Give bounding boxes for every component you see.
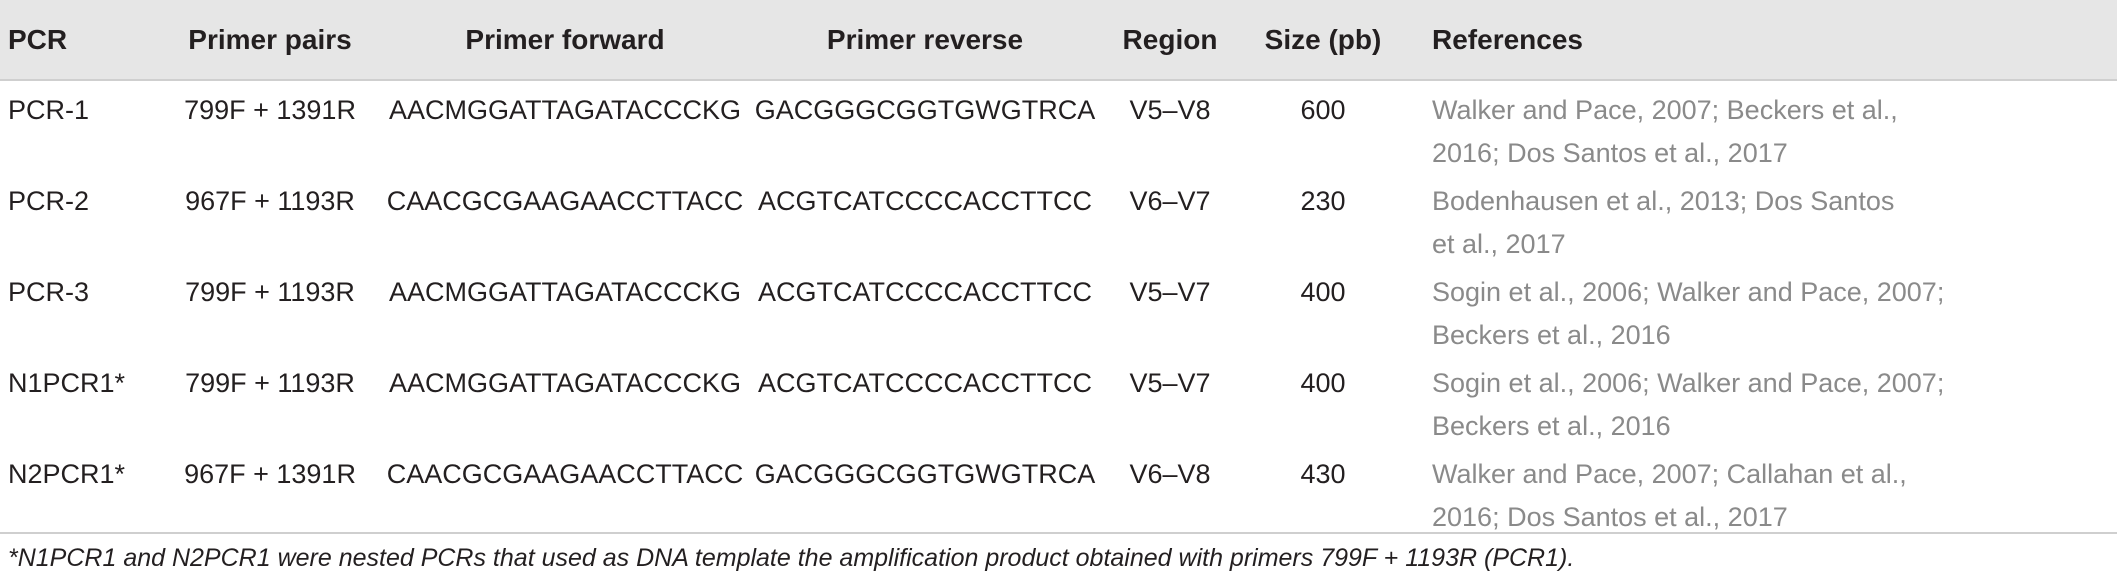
cell-primer-reverse: GACGGGCGGTGWGTRCA	[754, 95, 1096, 125]
header-primer-reverse: Primer reverse	[750, 0, 1100, 81]
cell-primer-reverse: ACGTCATCCCCACCTTCC	[758, 186, 1092, 216]
cell-region: V5–V7	[1129, 277, 1211, 307]
table-row: PCR-2 967F + 1193R CAACGCGAAGAACCTTACC A…	[0, 175, 2117, 266]
cell-region: V5–V7	[1129, 368, 1211, 398]
cell-primer-forward: CAACGCGAAGAACCTTACC	[386, 459, 744, 489]
table-footnote: *N1PCR1 and N2PCR1 were nested PCRs that…	[0, 532, 2117, 573]
cell-region: V6–V8	[1129, 459, 1211, 489]
cell-primer-pairs: 967F + 1391R	[184, 459, 356, 489]
header-primer-forward: Primer forward	[380, 0, 750, 81]
cell-primer-pairs: 799F + 1193R	[185, 368, 355, 398]
cell-size: 230	[1300, 186, 1346, 216]
table-row: PCR-3 799F + 1193R AACMGGATTAGATACCCKG A…	[0, 266, 2117, 357]
cell-region: V5–V8	[1129, 95, 1211, 125]
reference-line: Bodenhausen et al., 2013; Dos Santos	[1432, 186, 1895, 216]
cell-primer-forward: AACMGGATTAGATACCCKG	[388, 95, 741, 125]
cell-size: 400	[1300, 368, 1346, 398]
cell-primer-forward: AACMGGATTAGATACCCKG	[388, 368, 741, 398]
cell-primer-reverse: GACGGGCGGTGWGTRCA	[754, 459, 1096, 489]
reference-line: et al., 2017	[1432, 229, 1566, 259]
primer-table: PCR Primer pairs Primer forward Primer r…	[0, 0, 2117, 539]
cell-region: V6–V7	[1129, 186, 1211, 216]
header-region: Region	[1100, 0, 1240, 81]
reference-line: Beckers et al., 2016	[1432, 411, 1671, 441]
cell-references: Sogin et al., 2006; Walker and Pace, 200…	[1406, 266, 2117, 357]
cell-references: Walker and Pace, 2007; Beckers et al., 2…	[1406, 80, 2117, 175]
cell-size: 430	[1300, 459, 1346, 489]
table-row: PCR-1 799F + 1391R AACMGGATTAGATACCCKG G…	[0, 80, 2117, 175]
cell-primer-pairs: 799F + 1193R	[185, 277, 355, 307]
table-header-row: PCR Primer pairs Primer forward Primer r…	[0, 0, 2117, 81]
header-pcr: PCR	[0, 0, 160, 81]
table-row: N2PCR1* 967F + 1391R CAACGCGAAGAACCTTACC…	[0, 448, 2117, 539]
cell-primer-reverse: ACGTCATCCCCACCTTCC	[758, 368, 1092, 398]
reference-line: Walker and Pace, 2007; Beckers et al.,	[1432, 95, 1898, 125]
reference-line: 2016; Dos Santos et al., 2017	[1432, 502, 1788, 532]
cell-primer-forward: AACMGGATTAGATACCCKG	[388, 277, 741, 307]
table-row: N1PCR1* 799F + 1193R AACMGGATTAGATACCCKG…	[0, 357, 2117, 448]
header-size: Size (pb)	[1240, 0, 1406, 81]
cell-primer-pairs: 967F + 1193R	[185, 186, 355, 216]
reference-line: Sogin et al., 2006; Walker and Pace, 200…	[1432, 368, 1945, 398]
header-primer-pairs: Primer pairs	[160, 0, 380, 81]
cell-primer-pairs: 799F + 1391R	[184, 95, 356, 125]
reference-line: Walker and Pace, 2007; Callahan et al.,	[1432, 459, 1907, 489]
cell-references: Bodenhausen et al., 2013; Dos Santos et …	[1406, 175, 2117, 266]
cell-pcr: N2PCR1*	[8, 459, 126, 489]
cell-pcr: N1PCR1*	[8, 368, 126, 398]
cell-references: Sogin et al., 2006; Walker and Pace, 200…	[1406, 357, 2117, 448]
cell-primer-forward: CAACGCGAAGAACCTTACC	[386, 186, 744, 216]
header-references: References	[1406, 0, 2117, 81]
reference-line: Beckers et al., 2016	[1432, 320, 1671, 350]
cell-pcr: PCR-2	[8, 186, 90, 216]
cell-primer-reverse: ACGTCATCCCCACCTTCC	[758, 277, 1092, 307]
cell-pcr: PCR-3	[8, 277, 90, 307]
cell-references: Walker and Pace, 2007; Callahan et al., …	[1406, 448, 2117, 539]
cell-pcr: PCR-1	[8, 95, 90, 125]
cell-size: 600	[1300, 95, 1346, 125]
reference-line: 2016; Dos Santos et al., 2017	[1432, 138, 1788, 168]
cell-size: 400	[1300, 277, 1346, 307]
reference-line: Sogin et al., 2006; Walker and Pace, 200…	[1432, 277, 1945, 307]
